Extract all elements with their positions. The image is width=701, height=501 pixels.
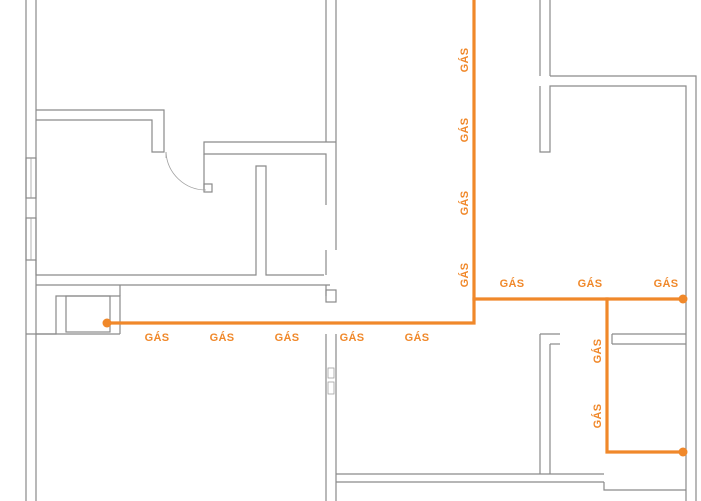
fixture [327,381,335,395]
gas-label: GÁS [458,191,471,216]
gas-inlet-point [102,318,112,328]
wall [203,141,336,205]
gas-label: GÁS [591,339,604,364]
gas-labels: GÁS GÁS GÁS GÁS GÁS GÁS GÁS GÁS GÁS GÁS … [145,48,679,429]
door-swing [165,151,207,191]
gas-pipe-main [105,0,476,325]
wall [603,482,686,491]
walls [25,0,697,501]
wall [550,75,697,501]
wall [36,109,165,153]
gas-label: GÁS [458,48,471,73]
shaft [65,295,111,333]
gas-label: GÁS [340,331,365,344]
gas-pipe-branch-down [605,297,685,454]
door-jamb [203,183,213,193]
gas-label: GÁS [145,331,170,344]
fixture [327,367,335,379]
gas-outlet-point [678,447,688,457]
gas-label: GÁS [458,263,471,288]
gas-outlet-point [678,294,688,304]
gas-pipes [102,0,688,457]
shaft [35,285,121,335]
column [325,289,337,303]
gas-label: GÁS [500,277,525,290]
wall [539,85,687,501]
gas-label: GÁS [405,331,430,344]
gas-label: GÁS [578,277,603,290]
gas-label: GÁS [210,331,235,344]
gas-label: GÁS [591,404,604,429]
gas-label: GÁS [458,118,471,143]
gas-label: GÁS [654,277,679,290]
wall [35,165,324,276]
gas-label: GÁS [275,331,300,344]
